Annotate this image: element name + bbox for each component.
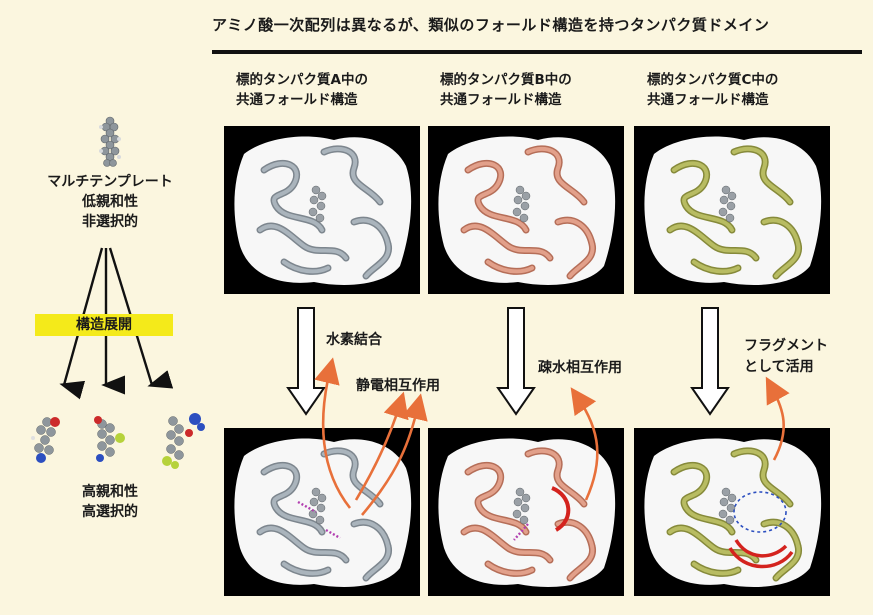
electrostatic-arrow-2 [361, 393, 428, 516]
column-c-label-line1: 標的タンパク質C中の [647, 72, 779, 88]
low-affinity-label: 低親和性 [82, 194, 138, 210]
fragment-label: フラグメント として活用 [744, 336, 828, 378]
hydrophobic-arrow [570, 387, 599, 501]
column-c-label: 標的タンパク質C中の 共通フォールド構造 [647, 70, 778, 110]
non-selective-label: 非選択的 [82, 214, 138, 230]
fragment-label-line2: として活用 [744, 359, 814, 375]
column-a-label-line2: 共通フォールド構造 [236, 92, 358, 108]
down-arrow-c [690, 307, 730, 416]
down-arrow-a [286, 307, 326, 416]
multi-template-label: マルチテンプレート 低親和性 非選択的 [20, 172, 200, 232]
hbond-dash-1 [297, 500, 317, 514]
multi-template-molecule [99, 116, 121, 167]
fragment-contact-arc-1 [734, 539, 788, 558]
high-selectivity-text: 高選択的 [82, 504, 138, 520]
column-b-label: 標的タンパク質B中の 共通フォールド構造 [440, 70, 572, 110]
structure-expansion-badge: 構造展開 [35, 314, 173, 336]
hydrophobic-dash [513, 523, 529, 541]
derived-molecule-3 [162, 413, 205, 469]
high-affinity-text: 高親和性 [82, 484, 138, 500]
title-underline [212, 50, 862, 54]
fragment-label-line1: フラグメント [744, 338, 828, 354]
hydrogen-bond-label: 水素結合 [326, 332, 382, 348]
panel-protein-c-top [634, 126, 830, 294]
panel-protein-c-bottom [634, 428, 830, 596]
column-a-label: 標的タンパク質A中の 共通フォールド構造 [236, 70, 368, 110]
diagram-title: アミノ酸一次配列は異なるが、類似のフォールド構造を持つタンパク質ドメイン [212, 16, 770, 34]
multi-template-name: マルチテンプレート [47, 174, 173, 190]
fragment-highlight-ring [733, 491, 787, 533]
hydrophobic-contact-arc [551, 486, 571, 532]
column-b-label-line1: 標的タンパク質B中の [440, 72, 572, 88]
derived-molecule-2 [94, 416, 125, 462]
panel-protein-a-top [224, 126, 420, 294]
electrostatic-label: 静電相互作用 [356, 378, 440, 394]
panel-protein-a-bottom [224, 428, 420, 596]
column-b-label-line2: 共通フォールド構造 [440, 92, 562, 108]
high-affinity-label: 高親和性 高選択的 [30, 482, 190, 522]
hbond-dash-2 [325, 528, 341, 540]
down-arrow-b [496, 307, 536, 416]
hydrophobic-label: 疎水相互作用 [538, 360, 622, 376]
panel-protein-b-top [428, 126, 624, 294]
electrostatic-arrow-1 [354, 391, 409, 501]
fragment-contact-arc-2 [728, 547, 794, 569]
fragment-arrow [765, 376, 790, 461]
panel-protein-b-bottom [428, 428, 624, 596]
column-a-label-line1: 標的タンパク質A中の [236, 72, 368, 88]
derived-molecule-1 [31, 417, 60, 463]
column-c-label-line2: 共通フォールド構造 [647, 92, 769, 108]
hydrogen-arrow [314, 357, 352, 509]
